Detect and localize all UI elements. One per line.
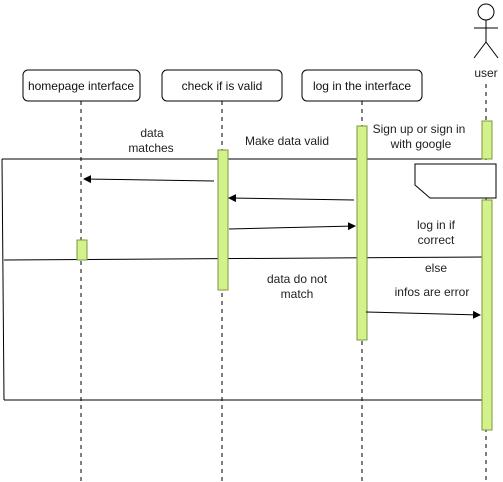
label-sign-up-2: with google [390,137,452,151]
activation-user-top [481,120,493,160]
alt-fragment-frame [1,158,492,401]
arrow-to-login [228,222,356,231]
lifeline-log-in-interface[interactable]: log in the interface [301,69,423,102]
actor-label: user [474,66,497,80]
label-data-no-match-1: data do not [267,272,328,286]
svg-text:homepage interface: homepage interface [28,79,134,93]
label-make-data-valid: Make data valid [245,134,329,148]
lifeline-check-if-valid[interactable]: check if is valid [161,69,283,102]
label-data-matches-1: data [140,126,164,140]
label-else: else [425,261,447,275]
activation-user-main [481,199,493,431]
label-log-in-if-2: correct [418,233,455,247]
activation-bars [76,120,493,431]
lifeline-homepage-interface[interactable]: homepage interface [22,69,141,102]
arrow-infos-error [365,310,481,319]
fragment-operator-tab [414,163,497,199]
label-data-no-match-2: match [281,287,314,301]
arrow-data-matches [83,175,215,184]
svg-text:check if is valid: check if is valid [182,79,263,93]
activation-homepage [76,239,88,261]
label-log-in-if-1: log in if [417,218,456,232]
label-sign-up-1: Sign up or sign in [373,122,466,136]
label-infos-error: infos are error [395,285,470,299]
arrow-make-data-valid [228,194,355,203]
svg-text:log in the interface: log in the interface [313,79,411,93]
label-data-matches-2: matches [128,141,173,155]
activation-login [356,125,368,341]
user-actor-icon[interactable] [473,3,499,59]
activation-check [217,149,229,291]
message-arrows [83,175,481,319]
